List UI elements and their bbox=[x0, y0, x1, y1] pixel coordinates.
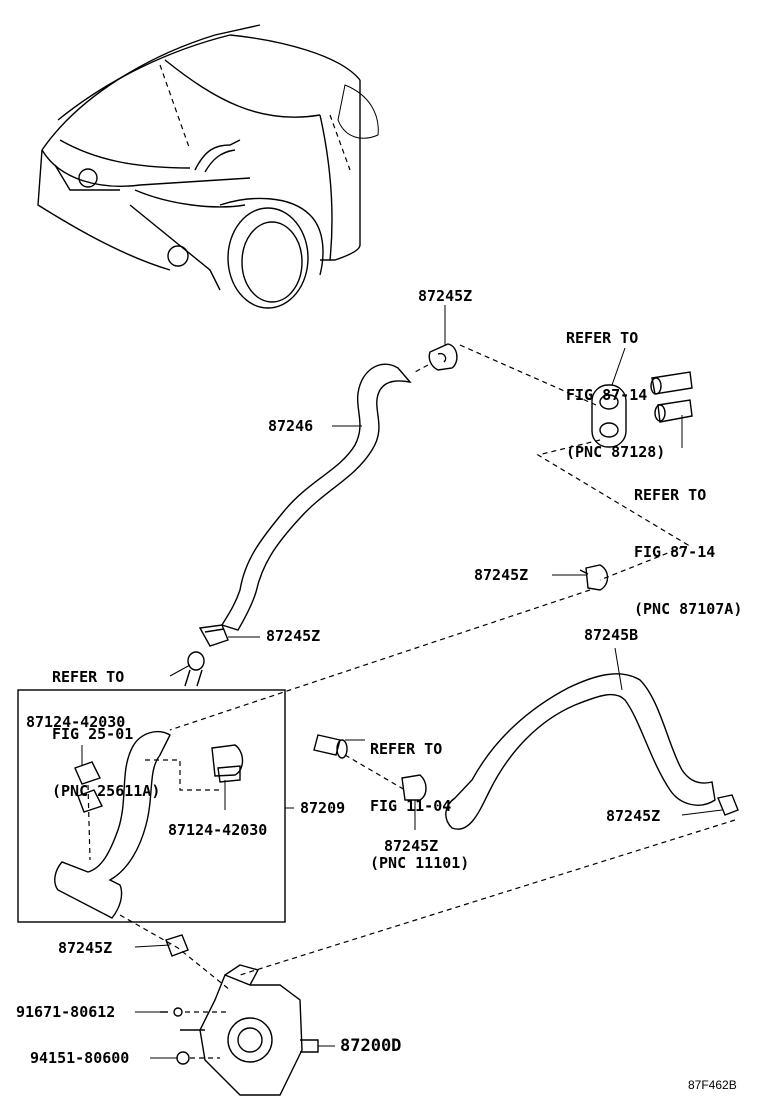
reference-line: (PNC 11101) bbox=[370, 854, 470, 872]
leader-lines bbox=[81, 305, 723, 1059]
clamp-icon bbox=[579, 564, 609, 591]
hose-87209 bbox=[54, 731, 171, 919]
part-label-87209[interactable]: 87209 bbox=[300, 799, 346, 817]
part-label-94151-80600[interactable]: 94151-80600 bbox=[30, 1049, 130, 1067]
reference-line: REFER TO bbox=[52, 668, 125, 686]
clamp-icon bbox=[74, 761, 103, 861]
reference-line: REFER TO bbox=[566, 329, 639, 347]
part-label-87200d[interactable]: 87200D bbox=[340, 1036, 402, 1056]
assembly-box-87209 bbox=[17, 689, 286, 923]
reference-line: FIG 87-14 bbox=[634, 543, 716, 561]
part-label-87245z[interactable]: 87245Z bbox=[384, 837, 439, 855]
reference-note[interactable]: REFER TO FIG 11-04 (PNC 11101) bbox=[370, 702, 469, 892]
connection-lines bbox=[119, 344, 736, 1059]
clamp-icon bbox=[198, 624, 229, 647]
clamp-icon bbox=[428, 343, 458, 371]
heater-unit-icon bbox=[591, 347, 693, 448]
reference-note[interactable]: REFER TO FIG 25-01 (PNC 25611A) bbox=[52, 630, 160, 820]
figure-code: 87F462B bbox=[688, 1078, 737, 1092]
hose-87246 bbox=[220, 363, 412, 631]
clamp-icon bbox=[165, 934, 189, 957]
part-label-87245z[interactable]: 87245Z bbox=[266, 627, 321, 645]
clamp-icon bbox=[211, 744, 244, 783]
reference-line: FIG 25-01 bbox=[52, 725, 134, 743]
clamp-icon bbox=[401, 774, 427, 801]
part-label-87245b[interactable]: 87245B bbox=[584, 626, 639, 644]
reference-line: FIG 87-14 bbox=[566, 386, 648, 404]
reference-line: (PNC 25611A) bbox=[52, 782, 161, 800]
pipe-connector-icon bbox=[313, 734, 348, 759]
part-label-87246[interactable]: 87246 bbox=[268, 417, 314, 435]
part-label-87124-42030[interactable]: 87124-42030 bbox=[26, 713, 126, 731]
hose-87245b bbox=[445, 673, 716, 830]
part-label-87245z[interactable]: 87245Z bbox=[58, 939, 113, 957]
clamp-icon bbox=[717, 794, 739, 816]
vehicle-front-illustration bbox=[37, 24, 379, 309]
reference-line: (PNC 87107A) bbox=[634, 600, 743, 618]
part-label-87245z[interactable]: 87245Z bbox=[474, 566, 529, 584]
reference-line: FIG 11-04 bbox=[370, 797, 452, 815]
part-label-87245z[interactable]: 87245Z bbox=[606, 807, 661, 825]
part-label-91671-80612[interactable]: 91671-80612 bbox=[16, 1003, 116, 1021]
reference-line: (PNC 87128) bbox=[566, 443, 666, 461]
pipe-connector-icon bbox=[184, 651, 205, 687]
reference-line: REFER TO bbox=[370, 740, 443, 758]
part-label-87124-42030[interactable]: 87124-42030 bbox=[168, 821, 268, 839]
reference-note[interactable]: REFER TO FIG 87-14 (PNC 87107A) bbox=[634, 448, 742, 638]
part-label-87245z[interactable]: 87245Z bbox=[418, 287, 473, 305]
water-valve-icon bbox=[160, 964, 319, 1096]
reference-line: REFER TO bbox=[634, 486, 707, 504]
reference-note[interactable]: REFER TO FIG 87-14 (PNC 87128) bbox=[566, 291, 665, 481]
